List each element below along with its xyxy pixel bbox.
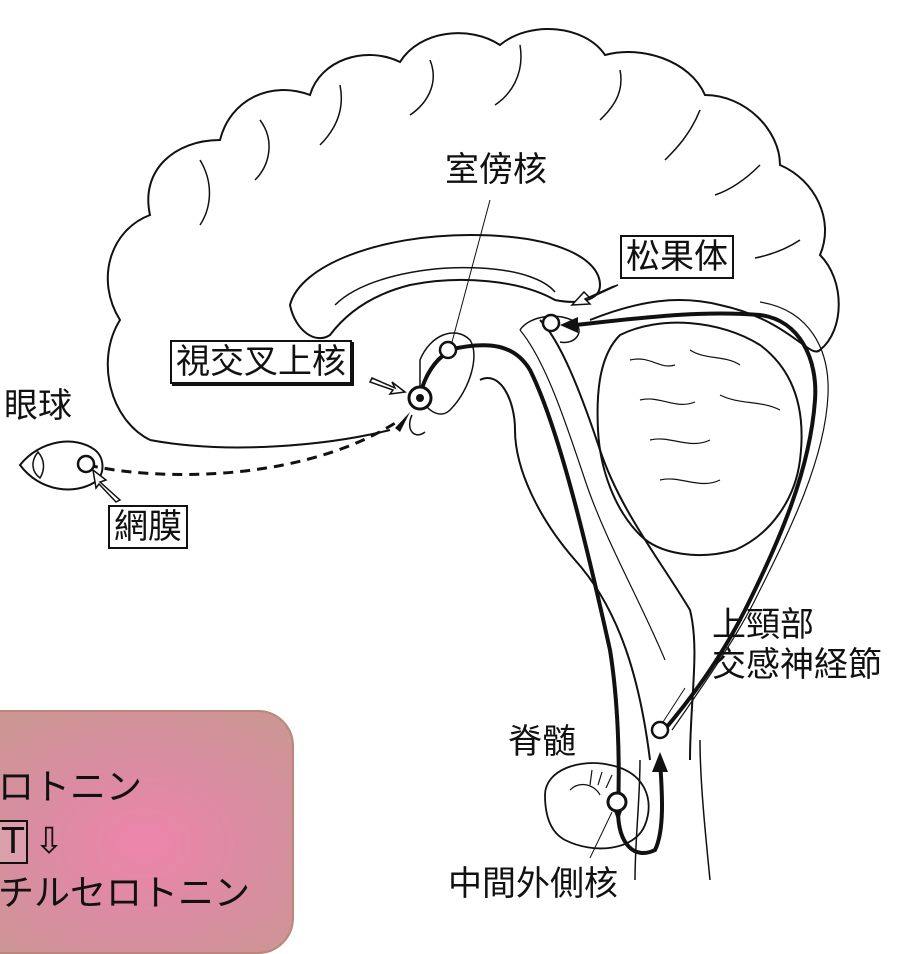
cerebellum: [598, 323, 802, 555]
pathway-arrowhead: [395, 412, 410, 432]
scg-arrowhead: [652, 752, 668, 772]
label-scg-line1: 上頸部: [712, 605, 814, 645]
spinal-cord-column: [635, 740, 710, 880]
label-spinal-cord: 脊髄: [508, 722, 576, 762]
label-pineal: 松果体: [620, 235, 734, 279]
card-line-3: チルセロトニン: [0, 874, 250, 914]
card-line-1: ロトニン: [0, 768, 142, 808]
brainstem-inner: [520, 330, 665, 660]
pineal-node: [543, 315, 559, 331]
pituitary: [410, 415, 425, 435]
label-paraventricular: 室傍核: [445, 150, 547, 190]
scn-hollow-arrow: [370, 378, 405, 394]
cerebellum-folia: [630, 350, 780, 484]
label-retina: 網膜: [108, 505, 188, 549]
scg-node: [652, 722, 668, 738]
retina-hollow-arrow: [93, 470, 120, 502]
spinal-grey-matter: [570, 770, 612, 795]
brainstem-left: [480, 378, 650, 760]
card-line-2: T⇩: [0, 820, 64, 864]
label-scg-line2: 交感神経節: [712, 645, 882, 685]
serotonin-card: ロトニン T⇩ チルセロトニン: [0, 710, 294, 954]
label-scn: 視交叉上核: [170, 340, 352, 384]
spinal-cord-section: [545, 763, 649, 848]
iml-leader: [590, 812, 612, 858]
card-enzyme-box: T: [0, 820, 28, 864]
pvn-node: [440, 342, 456, 358]
label-iml: 中間外側核: [448, 864, 618, 904]
pineal-hollow-arrow: [572, 285, 618, 305]
pvn-leader: [452, 200, 490, 342]
diagram-stage: 室傍核 松果体 視交叉上核 眼球 網膜 上頸部 交感神経節 脊髄 中間外側核 ロ…: [0, 0, 920, 908]
eye-lens: [33, 452, 44, 478]
retina-node: [78, 456, 94, 472]
down-arrow-icon: ⇩: [34, 821, 64, 862]
iml-node: [608, 793, 626, 811]
cerebrum-base: [150, 430, 390, 447]
label-eyeball: 眼球: [4, 386, 72, 426]
scn-node-core: [416, 394, 424, 402]
